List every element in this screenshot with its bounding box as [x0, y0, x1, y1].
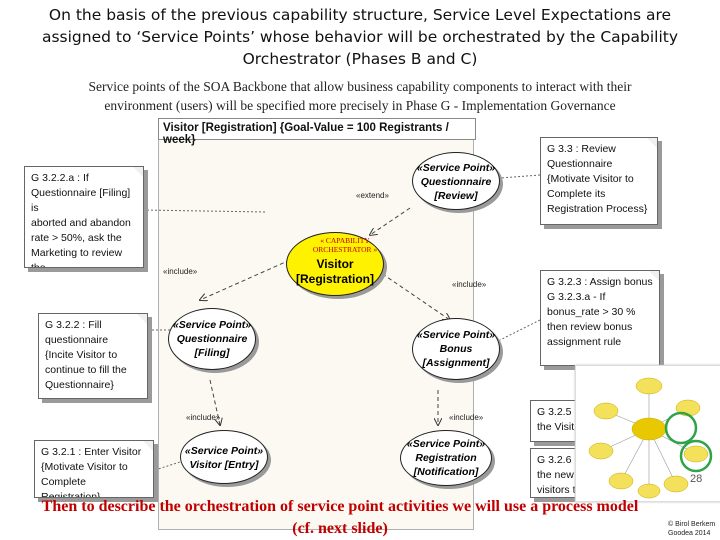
note-g3222a-line-2: Questionnaire [Filing] is: [31, 186, 137, 216]
note-g323-line-2: G 3.2.3.a - If: [547, 290, 653, 305]
include-label-registration: «include»: [449, 413, 483, 422]
note-g323-line-5: assignment rule: [547, 335, 653, 350]
page-number: 28: [690, 473, 702, 485]
note-g33-line-3: {Motivate Visitor to: [547, 172, 651, 187]
note-g321-line-1: G 3.2.1 : Enter Visitor: [41, 445, 147, 460]
orchestrator-stereotype: « CAPABILITY ORCHESTRATOR »: [303, 236, 387, 254]
note-g3222a-line-5: Marketing to review the: [31, 246, 137, 268]
include-connector-filing: [200, 260, 290, 300]
sp-entry-line-2: Visitor [Entry]: [181, 458, 267, 472]
note-g3222a-line-3: aborted and abandon: [31, 216, 137, 231]
service-point-questionnaire-review: «Service Point» Questionnaire [Review]: [412, 152, 500, 210]
sp-bonus-line-1: «Service Point»: [413, 328, 499, 342]
note-g3222a: G 3.2.2.a : If Questionnaire [Filing] is…: [24, 166, 144, 268]
service-point-bonus-assignment: «Service Point» Bonus [Assignment]: [412, 318, 500, 380]
service-point-questionnaire-filing: «Service Point» Questionnaire [Filing]: [168, 308, 256, 370]
note-g322-line-5: Questionnaire}: [45, 378, 141, 393]
copyright-line-2: Goodea 2014: [668, 529, 720, 538]
sp-filing-line-1: «Service Point»: [169, 318, 255, 332]
note-g322: G 3.2.2 : Fill questionnaire {Incite Vis…: [38, 313, 148, 399]
note-g33-line-4: Complete its: [547, 187, 651, 202]
note-fold: [142, 440, 154, 452]
note-fold: [648, 270, 660, 282]
note-g33-line-1: G 3.3 : Review: [547, 142, 651, 157]
extend-connector: [370, 208, 410, 235]
note-g323-line-1: G 3.2.3 : Assign bonus: [547, 275, 653, 290]
note-anchor-g33: [500, 175, 540, 178]
note-fold: [646, 137, 658, 149]
note-fold: [132, 166, 144, 178]
note-g322-line-1: G 3.2.2 : Fill: [45, 318, 141, 333]
footer-line-1: Then to describe the orchestration of se…: [20, 496, 660, 518]
note-g3222a-line-4: rate > 50%, ask the: [31, 231, 137, 246]
note-g323-line-3: bonus_rate > 30 %: [547, 305, 653, 320]
note-g321-line-3: Complete Registration}: [41, 475, 147, 498]
sp-review-line-2: Questionnaire: [413, 175, 499, 189]
copyright-line-1: © Birol Berkem: [668, 520, 720, 529]
note-g3222a-line-1: G 3.2.2.a : If: [31, 171, 137, 186]
note-anchor-g321: [155, 462, 180, 470]
orchestrator-name-line-2: [Registration]: [287, 272, 383, 287]
slide-footer: Then to describe the orchestration of se…: [20, 496, 660, 540]
sp-review-line-1: «Service Point»: [413, 161, 499, 175]
include-label-entry: «include»: [186, 413, 220, 422]
sp-bonus-line-2: Bonus: [413, 342, 499, 356]
note-g321: G 3.2.1 : Enter Visitor {Motivate Visito…: [34, 440, 154, 498]
copyright: © Birol Berkem Goodea 2014: [668, 520, 720, 538]
sp-notification-line-3: [Notification]: [401, 465, 491, 479]
note-anchor-g323: [500, 320, 540, 340]
note-fold: [136, 313, 148, 325]
note-anchor-g3222a: [143, 210, 265, 212]
note-g33-line-2: Questionnaire: [547, 157, 651, 172]
sp-bonus-line-3: [Assignment]: [413, 356, 499, 370]
include-label-filing: «include»: [163, 267, 197, 276]
include-label-bonus: «include»: [452, 280, 486, 289]
note-g322-line-3: {Incite Visitor to: [45, 348, 141, 363]
extend-label: «extend»: [356, 191, 389, 200]
sp-filing-line-2: Questionnaire: [169, 332, 255, 346]
sp-filing-line-3: [Filing]: [169, 346, 255, 360]
sp-notification-line-1: «Service Point»: [401, 437, 491, 451]
note-g323-line-4: then review bonus: [547, 320, 653, 335]
sp-entry-line-1: «Service Point»: [181, 444, 267, 458]
sp-notification-line-2: Registration: [401, 451, 491, 465]
service-point-visitor-entry: «Service Point» Visitor [Entry]: [180, 430, 268, 484]
sp-review-line-3: [Review]: [413, 189, 499, 203]
footer-line-2: (cf. next slide): [20, 518, 660, 540]
orchestrator-name-line-1: Visitor: [287, 257, 383, 272]
note-g321-line-2: {Motivate Visitor to: [41, 460, 147, 475]
note-g33-line-5: Registration Process}: [547, 202, 651, 217]
note-g322-line-4: continue to fill the: [45, 363, 141, 378]
note-g323: G 3.2.3 : Assign bonus G 3.2.3.a - If bo…: [540, 270, 660, 366]
note-g322-line-2: questionnaire: [45, 333, 141, 348]
service-point-registration-notification: «Service Point» Registration [Notificati…: [400, 430, 492, 486]
note-g33: G 3.3 : Review Questionnaire {Motivate V…: [540, 137, 658, 225]
